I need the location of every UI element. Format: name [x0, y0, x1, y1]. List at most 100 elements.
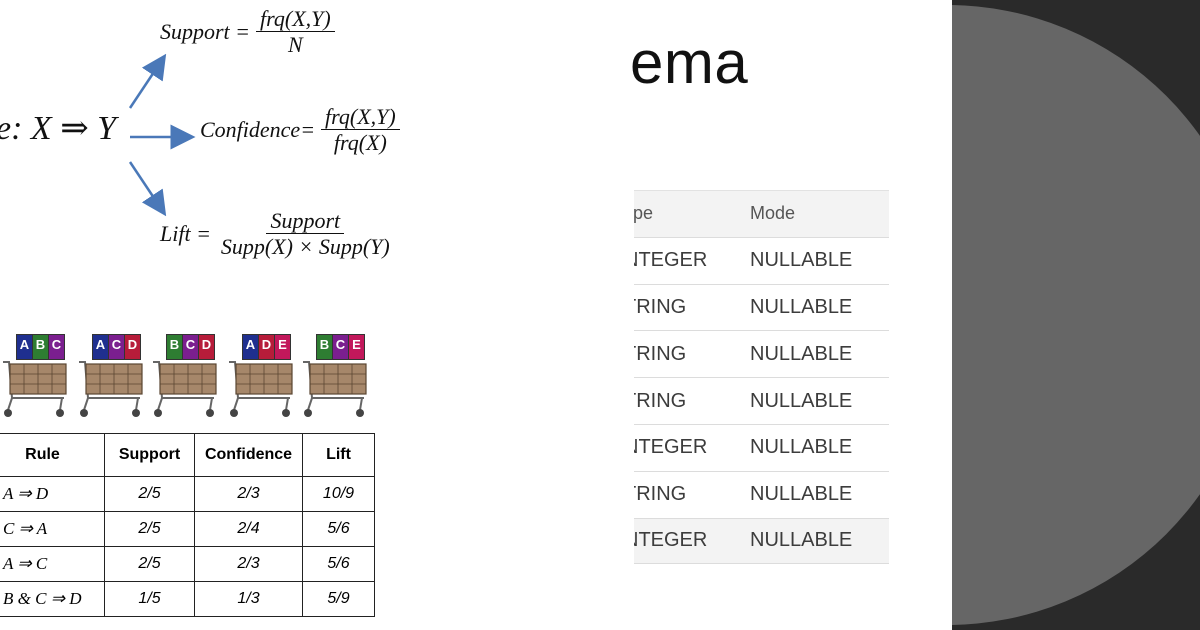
schema-table: ype Mode NTEGER NULLABLE TRING NULLABLE …	[634, 190, 889, 565]
arrows	[128, 53, 196, 217]
table-row: TRING NULLABLE	[634, 470, 889, 518]
lift-cell: 5/6	[302, 546, 375, 582]
rule-cell: A ⇒ D	[0, 476, 105, 512]
rule-cell: C ⇒ A	[0, 511, 105, 547]
table-row: A ⇒ D 2/5 2/3 10/9	[0, 476, 375, 512]
header-confidence: Confidence	[194, 433, 303, 477]
rules-table-header: Rule Support Confidence Lift	[0, 433, 375, 477]
header-lift: Lift	[302, 433, 375, 477]
support-cell: 2/5	[104, 476, 195, 512]
confidence-cell: 2/3	[194, 476, 303, 512]
schema-type: NTEGER	[634, 529, 708, 552]
arrow-to-lift	[128, 161, 167, 217]
schema-mode: NULLABLE	[750, 483, 853, 506]
cart-item-c: C	[182, 334, 199, 360]
lift-cell: 5/9	[302, 581, 375, 617]
header-support: Support	[104, 433, 195, 477]
association-metrics-diagram: e: X ⇒ Y Support = frq(X,Y) N Confidence…	[0, 0, 600, 300]
table-row: TRING NULLABLE	[634, 377, 889, 424]
lift-cell: 10/9	[302, 476, 375, 512]
lift-label: Lift =	[160, 221, 211, 247]
rule-expression: e: X ⇒ Y	[0, 108, 116, 148]
support-cell: 2/5	[104, 546, 195, 582]
cart-item-d: D	[124, 334, 141, 360]
rule-cell: B & C ⇒ D	[0, 581, 105, 617]
decorative-circle	[952, 5, 1200, 625]
confidence-formula: Confidence= frq(X,Y) frq(X)	[200, 104, 400, 157]
cart-item-d: D	[258, 334, 275, 360]
support-denominator: N	[288, 32, 303, 58]
table-row: A ⇒ C 2/5 2/3 5/6	[0, 546, 375, 582]
schema-mode: NULLABLE	[750, 249, 853, 272]
schema-mode: NULLABLE	[750, 436, 853, 459]
lift-denominator: Supp(X) × Supp(Y)	[220, 234, 390, 260]
support-cell: 1/5	[104, 581, 195, 617]
schema-mode: NULLABLE	[750, 342, 853, 365]
schema-type: NTEGER	[634, 249, 708, 272]
table-row: B & C ⇒ D 1/5 1/3 5/9	[0, 581, 375, 617]
support-fraction: frq(X,Y) N	[256, 6, 335, 59]
schema-type: TRING	[634, 389, 687, 412]
rules-table: Rule Support Confidence Lift A ⇒ D 2/5 2…	[0, 433, 375, 617]
cart-item-e: E	[274, 334, 291, 360]
cart-item-a: A	[16, 334, 33, 360]
confidence-cell: 2/3	[194, 546, 303, 582]
support-numerator: frq(X,Y)	[256, 6, 335, 33]
cart-icon	[79, 361, 143, 417]
table-row: TRING NULLABLE	[634, 330, 889, 377]
confidence-cell: 2/4	[194, 511, 303, 547]
cart-item-a: A	[242, 334, 259, 360]
slide-title: ema	[630, 29, 749, 96]
support-label: Support =	[160, 19, 251, 45]
support-cell: 2/5	[104, 511, 195, 547]
cart-icon	[303, 361, 367, 417]
cart-item-b: B	[316, 334, 333, 360]
table-row: TRING NULLABLE	[634, 283, 889, 331]
confidence-fraction: frq(X,Y) frq(X)	[321, 104, 400, 157]
lift-fraction: Support Supp(X) × Supp(Y)	[217, 208, 394, 261]
lift-formula: Lift = Support Supp(X) × Supp(Y)	[160, 208, 394, 261]
support-formula: Support = frq(X,Y) N	[160, 6, 335, 59]
table-row: NTEGER NULLABLE	[634, 517, 889, 565]
cart-item-e: E	[348, 334, 365, 360]
confidence-cell: 1/3	[194, 581, 303, 617]
cart-icon	[153, 361, 217, 417]
schema-type: TRING	[634, 483, 687, 506]
decorative-panel	[952, 0, 1200, 630]
lift-cell: 5/6	[302, 511, 375, 547]
schema-mode: NULLABLE	[750, 389, 853, 412]
confidence-denominator: frq(X)	[333, 130, 387, 156]
lift-numerator: Support	[266, 208, 345, 235]
cart-item-a: A	[92, 334, 109, 360]
schema-header-type: ype	[634, 203, 654, 224]
cart-item-b: B	[32, 334, 49, 360]
table-row: C ⇒ A 2/5 2/4 5/6	[0, 511, 375, 547]
schema-type: TRING	[634, 295, 687, 318]
rule-cell: A ⇒ C	[0, 546, 105, 582]
table-row: NTEGER NULLABLE	[634, 236, 889, 284]
cart-item-d: D	[198, 334, 215, 360]
rule-x-implies-y: X ⇒ Y	[30, 110, 117, 147]
cart-item-c: C	[108, 334, 125, 360]
schema-type: TRING	[634, 342, 687, 365]
schema-mode: NULLABLE	[750, 529, 853, 552]
schema-header-mode: Mode	[750, 203, 796, 224]
cart-icon	[229, 361, 293, 417]
cart-item-c: C	[332, 334, 349, 360]
header-rule: Rule	[0, 433, 105, 477]
arrow-to-support	[128, 53, 167, 109]
rule-prefix: e:	[0, 110, 23, 147]
table-row: NTEGER NULLABLE	[634, 423, 889, 471]
schema-type: NTEGER	[634, 436, 708, 459]
cart-item-c: C	[48, 334, 65, 360]
cart-icon	[3, 361, 67, 417]
confidence-label: Confidence=	[200, 117, 316, 143]
schema-header-row: ype Mode	[634, 190, 889, 237]
schema-mode: NULLABLE	[750, 295, 853, 318]
confidence-numerator: frq(X,Y)	[321, 104, 400, 131]
